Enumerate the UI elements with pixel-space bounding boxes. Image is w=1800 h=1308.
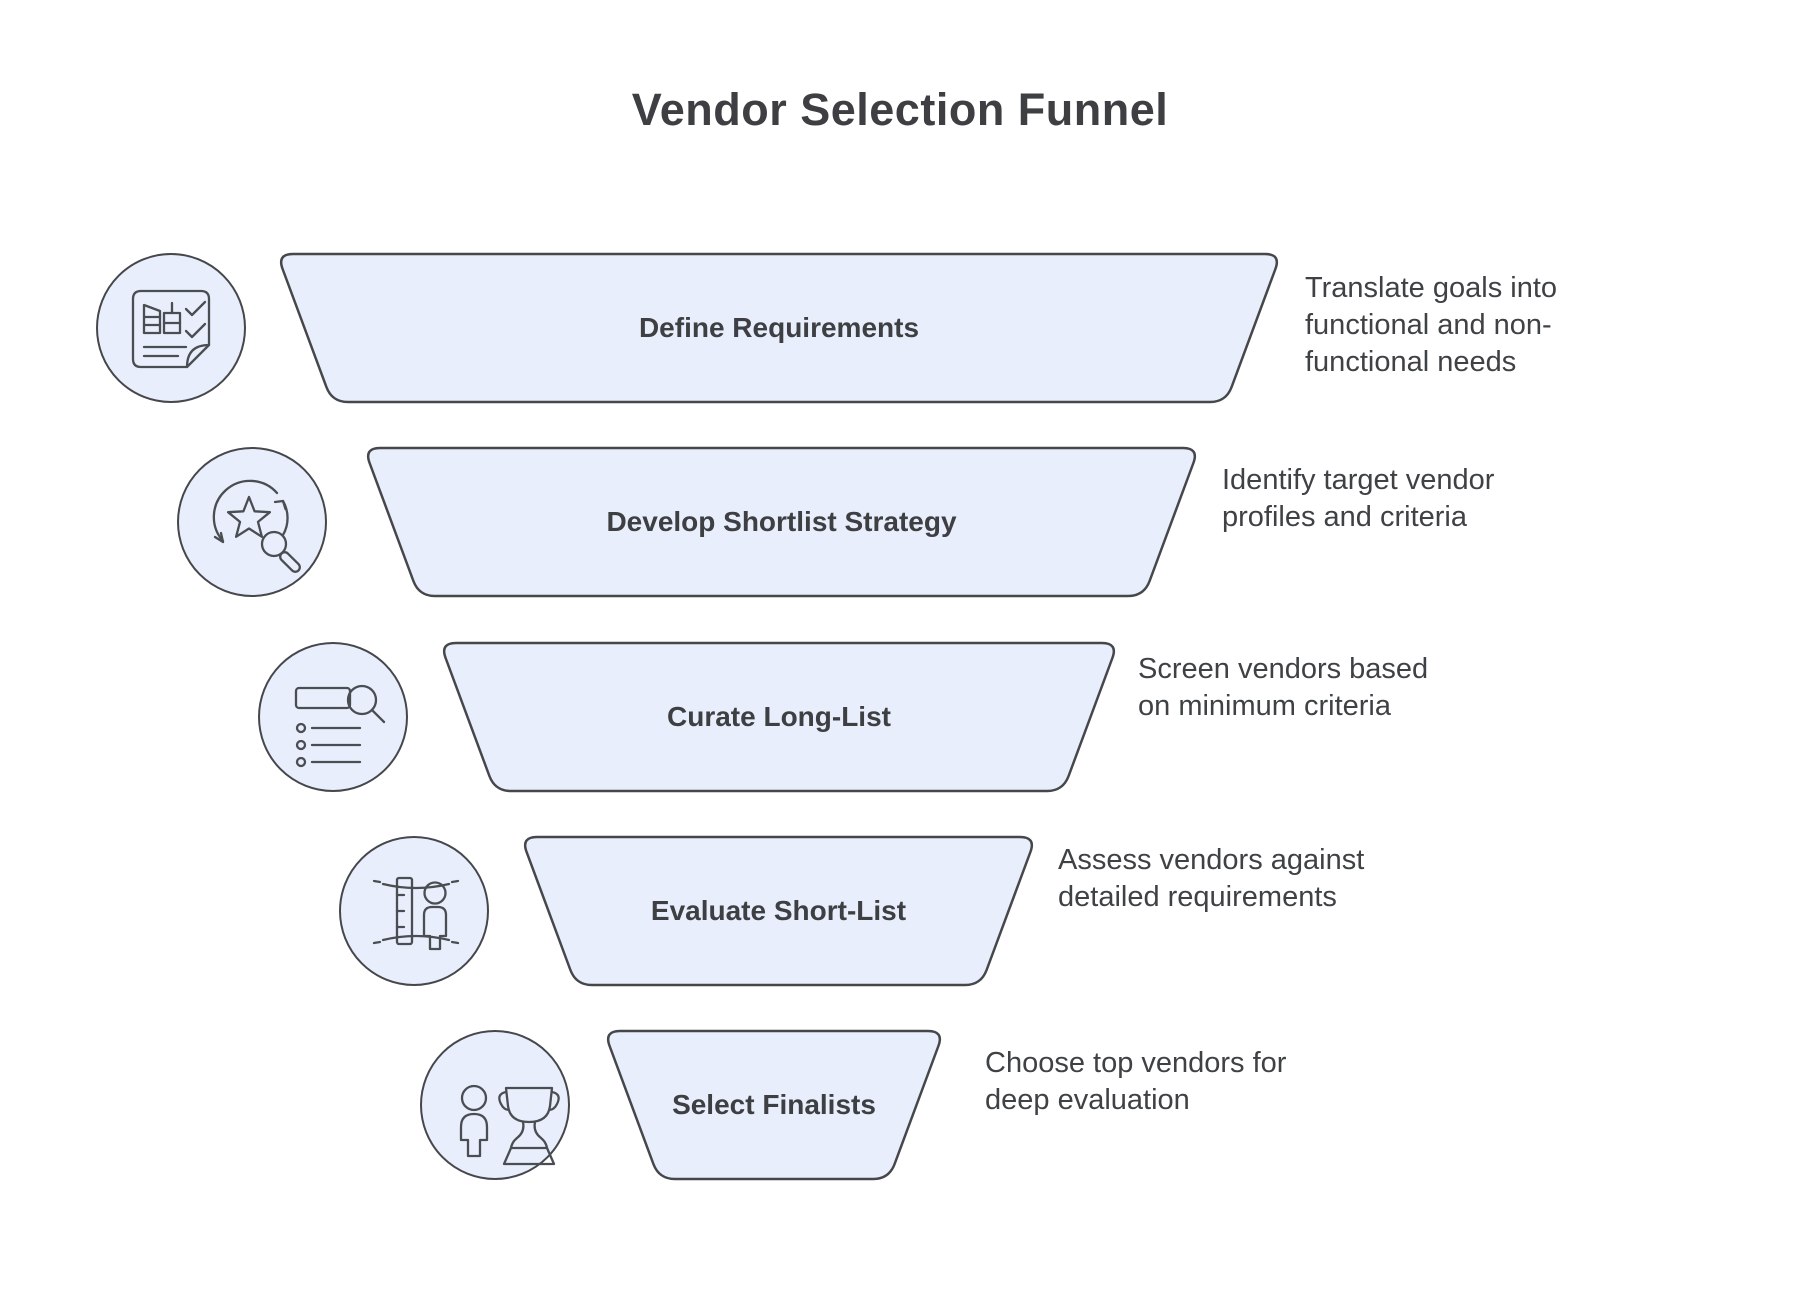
description-line: detailed requirements [1058, 881, 1337, 913]
stage-label-select-finalists: Select Finalists [672, 1089, 876, 1120]
description-line: Assess vendors against [1058, 844, 1365, 876]
stage-description-5: Choose top vendors for deep evaluation [985, 1045, 1286, 1119]
funnel-shape-stage-1 [279, 252, 1279, 404]
document-checklist-icon [96, 253, 246, 403]
list-search-icon [258, 642, 408, 792]
description-line: on minimum criteria [1138, 690, 1391, 722]
stage-description-4: Assess vendors against detailed requirem… [1058, 842, 1364, 916]
description-line: Translate goals into [1305, 272, 1558, 304]
description-line: Choose top vendors for [985, 1047, 1287, 1079]
funnel-shape-stage-3 [442, 641, 1116, 793]
description-line: functional needs [1305, 346, 1517, 378]
measure-person-icon [339, 836, 489, 986]
funnel-shape-stage-2 [366, 446, 1197, 598]
description-line: profiles and criteria [1222, 501, 1467, 533]
measure-person-art [372, 876, 459, 950]
list-search-art [294, 684, 385, 767]
stage-label-curate-long-list: Curate Long-List [667, 701, 891, 732]
stage-description-3: Screen vendors based on minimum criteria [1138, 651, 1428, 725]
description-line: deep evaluation [985, 1084, 1190, 1116]
document-checklist-art [131, 289, 210, 368]
stage-label-define-requirements: Define Requirements [638, 312, 920, 343]
stage-description-2: Identify target vendor profiles and crit… [1222, 462, 1494, 536]
description-line: Identify target vendor [1222, 464, 1495, 496]
stage-label-evaluate-short-list: Evaluate Short-List [650, 895, 907, 926]
person-trophy-art [459, 1084, 560, 1165]
star-refresh-search-art [212, 479, 301, 573]
funnel-shape-stage-5 [606, 1029, 942, 1181]
page-title: Vendor Selection Funnel [631, 84, 1169, 135]
stage-description-1: Translate goals into functional and non-… [1305, 270, 1557, 381]
star-refresh-search-icon [177, 447, 327, 597]
funnel-shape-stage-4 [523, 835, 1034, 987]
description-line: Screen vendors based [1138, 653, 1429, 685]
person-trophy-icon [420, 1030, 570, 1180]
description-line: functional and non- [1305, 309, 1552, 341]
stage-label-develop-shortlist-strategy: Develop Shortlist Strategy [606, 506, 957, 537]
